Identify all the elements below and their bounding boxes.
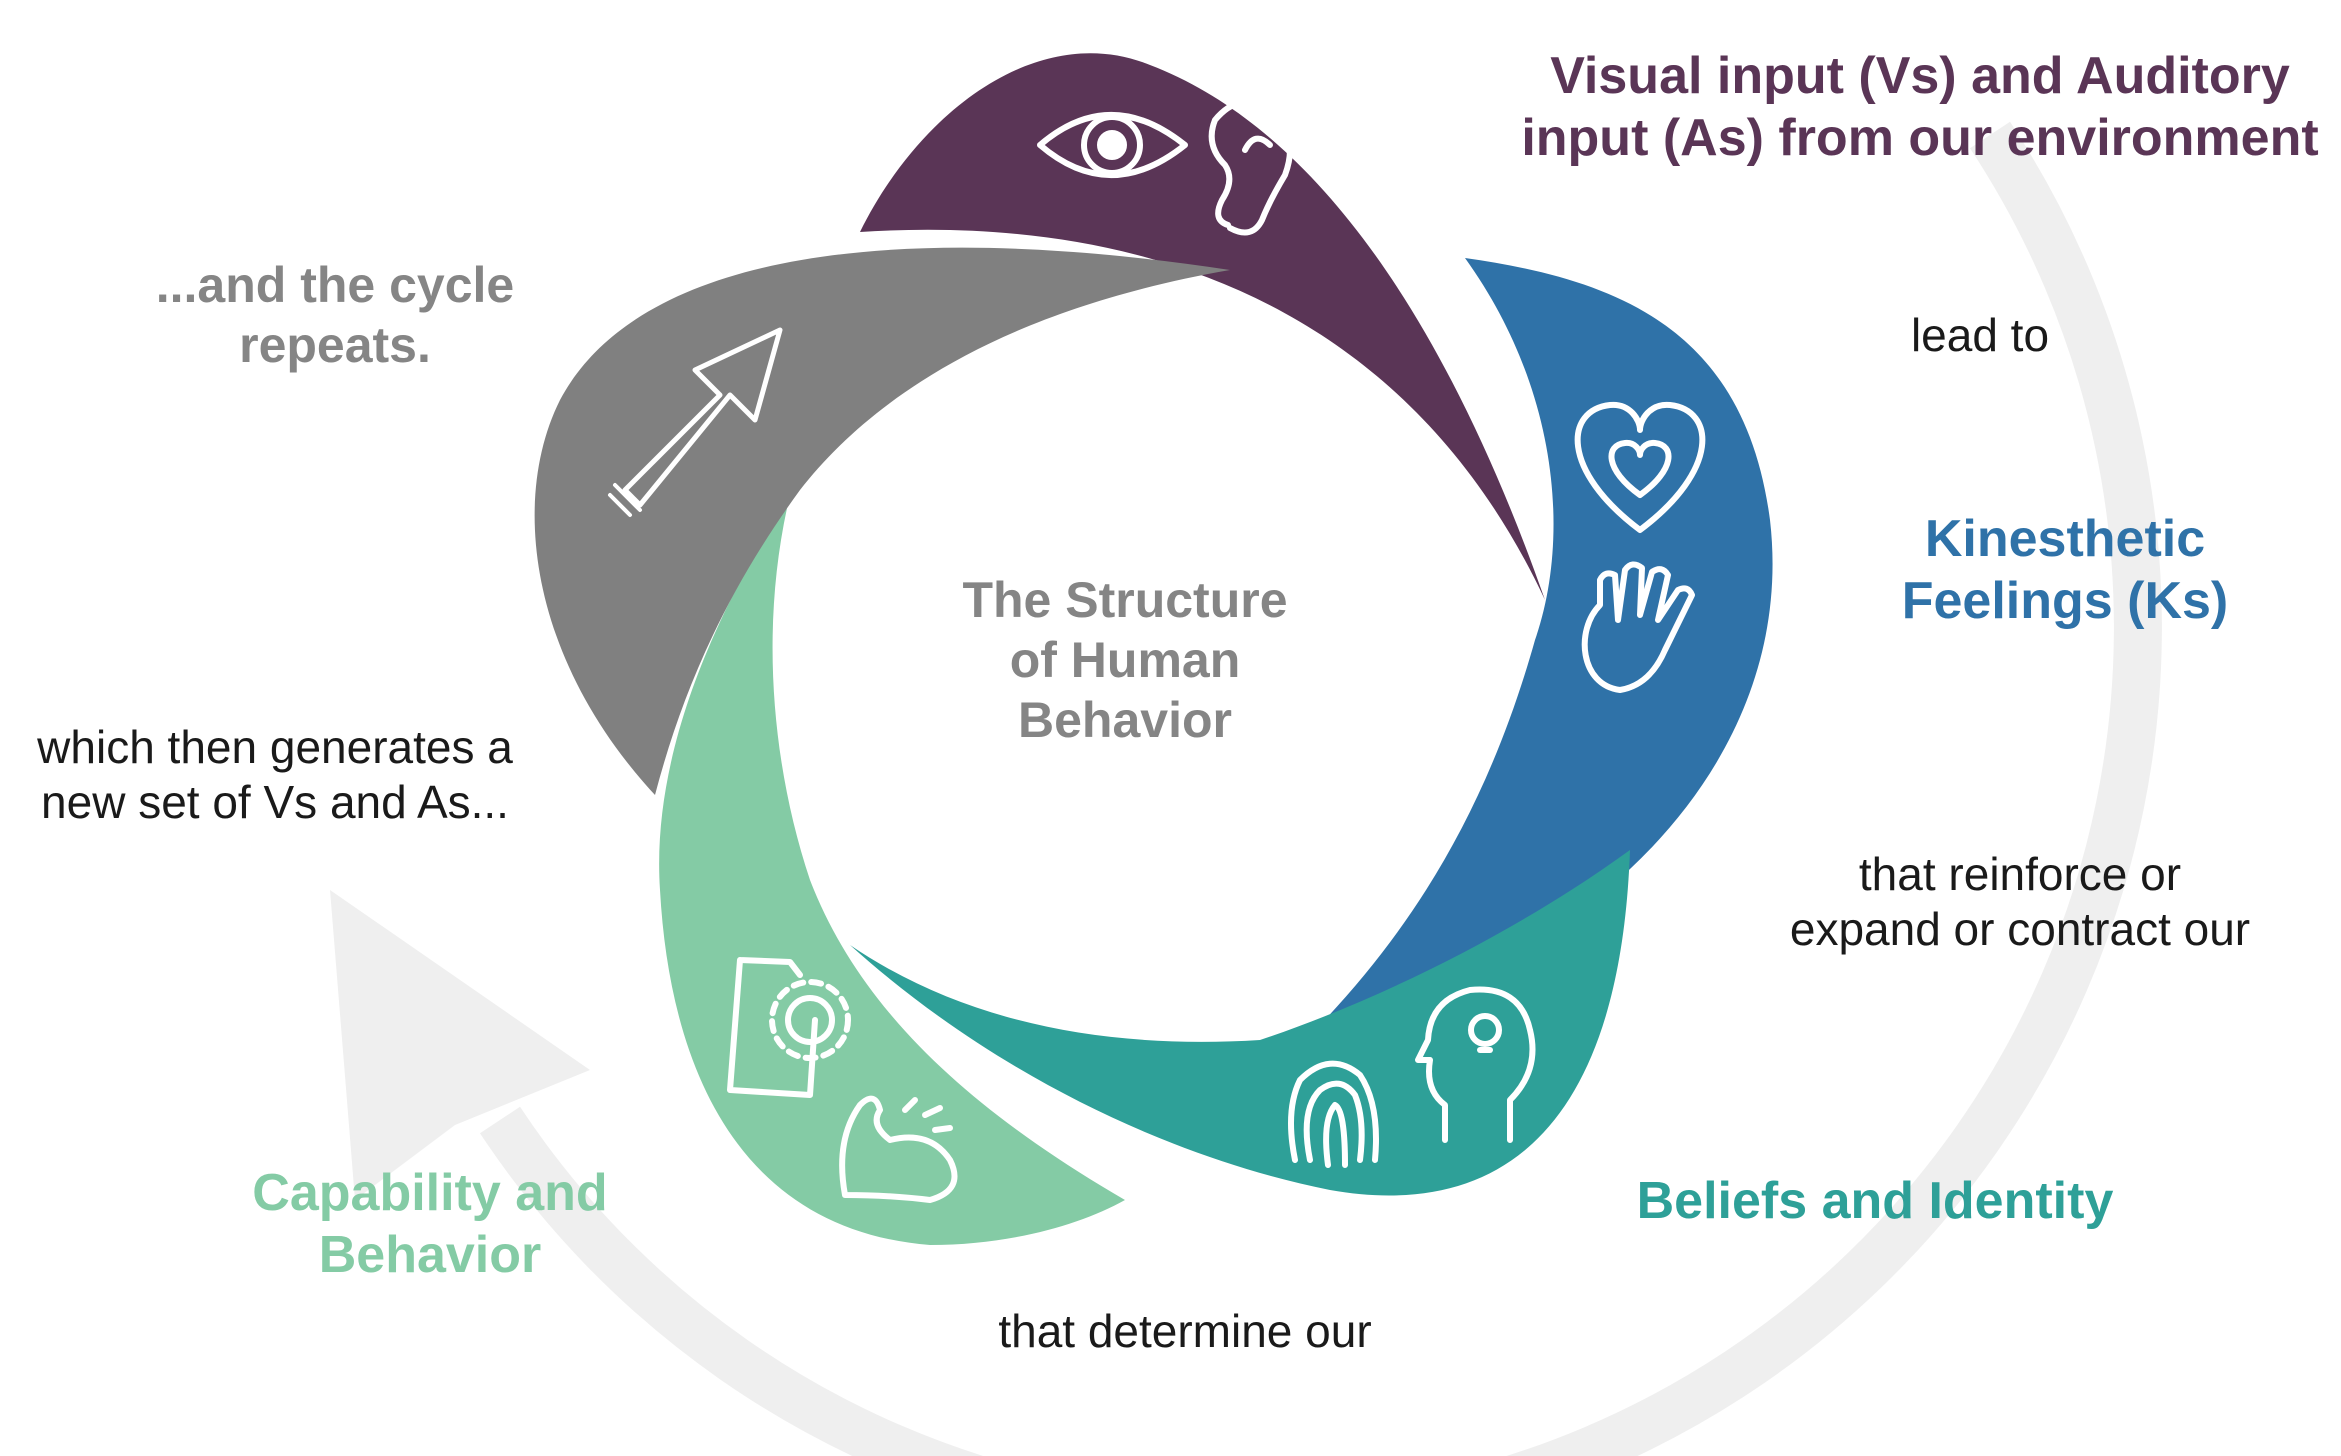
label-visual-auditory-line-2: input (As) from our environment — [1521, 109, 2319, 168]
connector-lead-to: lead to — [1830, 308, 2130, 363]
connector-reinforce-line-2: expand or contract our — [1789, 903, 2251, 956]
label-beliefs-identity: Beliefs and Identity — [1600, 1170, 2150, 1232]
label-capability-behavior-line-1: Capability and — [252, 1164, 608, 1222]
center-title-line-3: Behavior — [1018, 692, 1232, 748]
connector-lead-to-line-1: lead to — [1910, 309, 2050, 361]
heart-icon — [1574, 401, 1706, 533]
label-cycle-repeats: ...and the cycle repeats. — [130, 255, 540, 375]
label-cycle-repeats-line-2: repeats. — [239, 317, 431, 373]
label-capability-behavior: Capability and Behavior — [230, 1162, 630, 1287]
center-title-line-2: of Human — [1009, 632, 1241, 688]
head-lightbulb-icon — [1415, 986, 1536, 1143]
connector-determine: that determine our — [925, 1304, 1445, 1359]
document-gear-icon — [727, 957, 851, 1098]
eye-icon — [1037, 112, 1188, 178]
petal-beliefs-identity — [850, 850, 1630, 1196]
label-visual-auditory: Visual input (Vs) and Auditory input (As… — [1505, 45, 2335, 170]
label-kinesthetic-line-2: Feelings (Ks) — [1901, 572, 2229, 631]
petal-kinesthetic — [1320, 258, 1773, 1025]
fingerprint-icon — [1288, 1060, 1379, 1168]
label-visual-auditory-line-1: Visual input (Vs) and Auditory — [1550, 47, 2290, 105]
connector-generates-line-1: which then generates a — [37, 721, 513, 773]
connector-generates: which then generates a new set of Vs and… — [5, 720, 545, 830]
center-title-line-1: The Structure — [962, 572, 1288, 628]
connector-reinforce-line-1: that reinforce or — [1858, 848, 2182, 900]
label-beliefs-identity-line-1: Beliefs and Identity — [1636, 1172, 2114, 1230]
outer-cycle-arrow — [330, 121, 2163, 1456]
hand-icon — [1581, 561, 1695, 693]
connector-reinforce: that reinforce or expand or contract our — [1740, 847, 2300, 957]
connector-generates-line-2: new set of Vs and As... — [41, 776, 509, 829]
petal-capability-behavior — [659, 495, 1125, 1245]
label-kinesthetic: Kinesthetic Feelings (Ks) — [1880, 508, 2250, 633]
ear-icon — [1208, 99, 1293, 236]
label-capability-behavior-line-2: Behavior — [318, 1226, 542, 1285]
flexed-arm-icon — [839, 1095, 958, 1203]
petal-visual-auditory — [860, 53, 1545, 600]
label-kinesthetic-line-1: Kinesthetic — [1924, 510, 2206, 568]
label-cycle-repeats-line-1: ...and the cycle — [155, 257, 515, 313]
center-title: The Structure of Human Behavior — [960, 570, 1290, 750]
arrow-up-right-icon — [608, 327, 783, 517]
connector-determine-line-1: that determine our — [998, 1305, 1372, 1357]
